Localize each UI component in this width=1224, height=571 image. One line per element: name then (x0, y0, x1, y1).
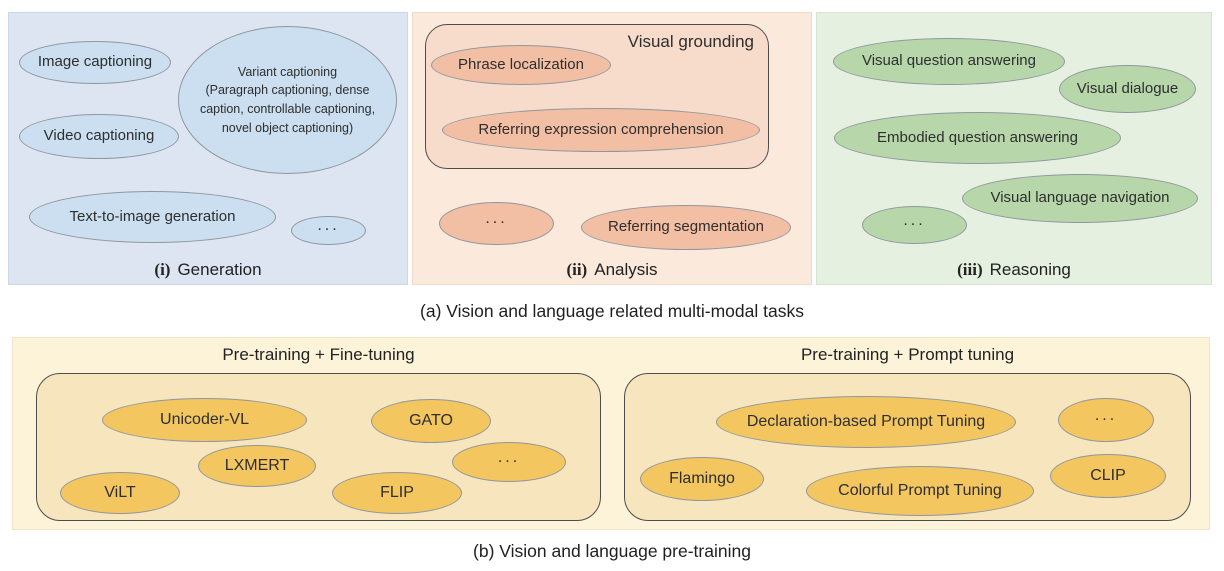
model-ellipse-gato: GATO (371, 399, 491, 443)
task-ellipse-referring-expression: Referring expression comprehension (442, 108, 760, 152)
task-ellipse-vqa: Visual question answering (833, 38, 1065, 85)
task-ellipse-generation-more: ... (291, 216, 366, 245)
prompt-tuning-group: Declaration-based Prompt Tuning ... Flam… (624, 373, 1191, 521)
model-ellipse-finetuning-more: ... (452, 442, 566, 482)
model-ellipse-prompt-more: ... (1058, 398, 1154, 442)
task-ellipse-text-to-image: Text-to-image generation (29, 191, 276, 243)
task-ellipse-visual-dialogue: Visual dialogue (1059, 65, 1196, 113)
task-ellipse-video-captioning: Video captioning (19, 114, 179, 159)
generation-caption-numeral: (i) (154, 260, 171, 279)
generation-caption: (i) Generation (9, 260, 407, 280)
task-ellipse-phrase-localization: Phrase localization (431, 45, 611, 85)
task-ellipse-referring-segmentation: Referring segmentation (581, 205, 791, 250)
model-ellipse-flamingo: Flamingo (640, 457, 764, 501)
model-ellipse-lxmert: LXMERT (198, 445, 316, 487)
analysis-caption: (ii) Analysis (413, 260, 811, 280)
prompt-tuning-title: Pre-training + Prompt tuning (800, 345, 1015, 364)
variant-captioning-title: Variant captioning (237, 64, 338, 79)
task-ellipse-vln: Visual language navigation (962, 174, 1198, 223)
task-ellipse-reasoning-more: ... (862, 206, 967, 244)
task-ellipse-embodied-qa: Embodied question answering (834, 112, 1121, 164)
figure-caption-a: (a) Vision and language related multi-mo… (420, 301, 804, 321)
finetuning-title: Pre-training + Fine-tuning (222, 345, 415, 364)
analysis-caption-numeral: (ii) (566, 260, 588, 279)
model-ellipse-vilt: ViLT (60, 472, 180, 514)
finetuning-group: Unicoder-VL GATO LXMERT ... ViLT FLIP (36, 373, 601, 521)
reasoning-caption-label: Reasoning (989, 260, 1071, 279)
model-ellipse-clip: CLIP (1050, 454, 1166, 498)
model-ellipse-unicoder-vl: Unicoder-VL (102, 398, 307, 442)
model-ellipse-colorful-prompt-tuning: Colorful Prompt Tuning (806, 466, 1034, 516)
variant-captioning-detail: (Paragraph captioning, dense caption, co… (199, 83, 376, 135)
reasoning-caption-numeral: (iii) (957, 260, 983, 279)
task-ellipse-image-captioning: Image captioning (19, 41, 171, 84)
generation-panel: Image captioning Variant captioning (Par… (8, 12, 408, 285)
model-ellipse-dbpt: Declaration-based Prompt Tuning (716, 396, 1016, 448)
model-ellipse-flip: FLIP (332, 472, 462, 514)
task-ellipse-analysis-more: ... (439, 202, 554, 245)
analysis-caption-label: Analysis (594, 260, 658, 279)
reasoning-caption: (iii) Reasoning (817, 260, 1211, 280)
pretraining-panel: Pre-training + Fine-tuning Pre-training … (12, 337, 1210, 530)
task-ellipse-variant-captioning: Variant captioning (Paragraph captioning… (178, 26, 397, 174)
analysis-panel: Visual grounding Phrase localization Ref… (412, 12, 812, 285)
figure-caption-b: (b) Vision and language pre-training (473, 541, 751, 561)
reasoning-panel: Visual question answering Visual dialogu… (816, 12, 1212, 285)
generation-caption-label: Generation (177, 260, 262, 279)
visual-grounding-label: Visual grounding (627, 32, 754, 51)
